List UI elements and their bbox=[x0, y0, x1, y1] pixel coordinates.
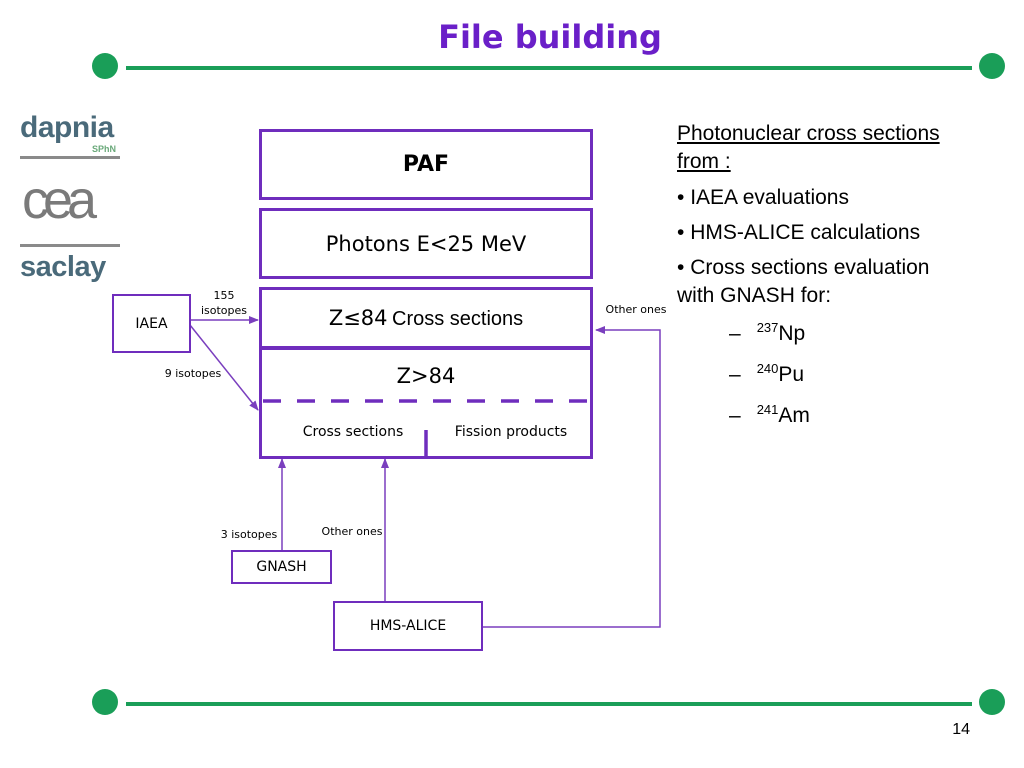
arrow-hms-to-z-le84 bbox=[482, 326, 661, 628]
iaea-box: IAEA bbox=[112, 294, 191, 353]
label-155: 155 bbox=[213, 289, 235, 302]
label-155-isotopes: isotopes bbox=[200, 304, 248, 317]
hms-alice-box: HMS-ALICE bbox=[333, 601, 483, 651]
notes-bullet-1-text: IAEA evaluations bbox=[690, 186, 849, 209]
notes-heading-line1: Photonuclear cross sections bbox=[677, 122, 940, 145]
notes-bullet-2: • HMS-ALICE calculations bbox=[677, 215, 1007, 250]
notes-bullet-3: • Cross sections evaluation bbox=[677, 254, 1007, 282]
top-left-dot bbox=[92, 53, 118, 79]
gnash-box: GNASH bbox=[231, 550, 332, 584]
z-le84-prefix: Z≤84 bbox=[328, 305, 388, 330]
photons-label: Photons E<25 MeV bbox=[325, 231, 527, 256]
logo-cea-text: cea bbox=[22, 170, 97, 230]
notes-isotope-np: –237Np bbox=[677, 310, 1007, 351]
notes-isotope-am: –241Am bbox=[677, 392, 1007, 433]
paf-label: PAF bbox=[402, 152, 450, 177]
bullet-char: • bbox=[677, 186, 685, 209]
fission-products-label: Fission products bbox=[454, 424, 568, 440]
gnash-label: GNASH bbox=[256, 559, 307, 575]
bullet-char: • bbox=[677, 221, 685, 244]
logo-dapnia: dapnia SPhN bbox=[20, 112, 120, 159]
z-gt84-box: Z>84 Cross sections Fission products bbox=[259, 347, 593, 459]
logo-divider-1 bbox=[20, 156, 120, 159]
isotope-symbol-am: Am bbox=[778, 404, 810, 427]
isotope-mass-pu: 240 bbox=[756, 361, 779, 376]
top-rule bbox=[126, 66, 972, 70]
bottom-right-dot bbox=[979, 689, 1005, 715]
z-le84-label: Z≤84 Cross sections bbox=[329, 306, 523, 331]
paf-box: PAF bbox=[259, 129, 593, 200]
notes-bullet-2-text: HMS-ALICE calculations bbox=[690, 221, 921, 244]
label-9-isotopes: 9 isotopes bbox=[164, 367, 222, 380]
arrow-iaea-to-z-gt84 bbox=[189, 324, 259, 411]
notes-isotope-pu: –240Pu bbox=[677, 351, 1007, 392]
isotope-symbol-np: Np bbox=[778, 322, 806, 345]
label-3-isotopes: 3 isotopes bbox=[220, 528, 278, 541]
notes-panel: Photonuclear cross sections from : • IAE… bbox=[677, 120, 1007, 433]
iaea-label: IAEA bbox=[135, 315, 168, 332]
logo-cea: cea bbox=[22, 170, 118, 230]
notes-bullet-3-cont: with GNASH for: bbox=[677, 284, 832, 307]
dash-char: – bbox=[729, 404, 741, 427]
dash-char: – bbox=[729, 363, 741, 386]
top-right-dot bbox=[979, 53, 1005, 79]
cross-sections-label: Cross sections bbox=[302, 424, 404, 440]
bullet-char: • bbox=[677, 256, 685, 279]
logo-divider-2 bbox=[20, 244, 120, 247]
label-other-ones-bottom: Other ones bbox=[321, 525, 383, 538]
logo-dapnia-sub: SPhN bbox=[91, 144, 116, 154]
isotope-mass-am: 241 bbox=[756, 402, 779, 417]
z-le84-box: Z≤84 Cross sections bbox=[259, 287, 593, 349]
isotope-mass-np: 237 bbox=[756, 320, 779, 335]
logo-dapnia-text: dapnia bbox=[20, 111, 114, 144]
photons-box: Photons E<25 MeV bbox=[259, 208, 593, 279]
isotope-symbol-pu: Pu bbox=[778, 363, 805, 386]
notes-bullet-3-text: Cross sections evaluation bbox=[690, 256, 930, 279]
logo-saclay: saclay bbox=[20, 244, 120, 283]
z-gt84-label: Z>84 bbox=[396, 364, 456, 388]
label-other-ones-right: Other ones bbox=[605, 303, 667, 316]
notes-bullet-1: • IAEA evaluations bbox=[677, 180, 1007, 215]
dash-char: – bbox=[729, 322, 741, 345]
slide-title: File building bbox=[438, 18, 662, 56]
z-le84-suffix: Cross sections bbox=[392, 307, 524, 330]
notes-heading-line2: from : bbox=[677, 150, 731, 173]
page-number: 14 bbox=[952, 721, 970, 738]
logo-saclay-text: saclay bbox=[20, 251, 106, 283]
bottom-left-dot bbox=[92, 689, 118, 715]
bottom-rule bbox=[126, 702, 972, 706]
hms-alice-label: HMS-ALICE bbox=[369, 618, 447, 634]
